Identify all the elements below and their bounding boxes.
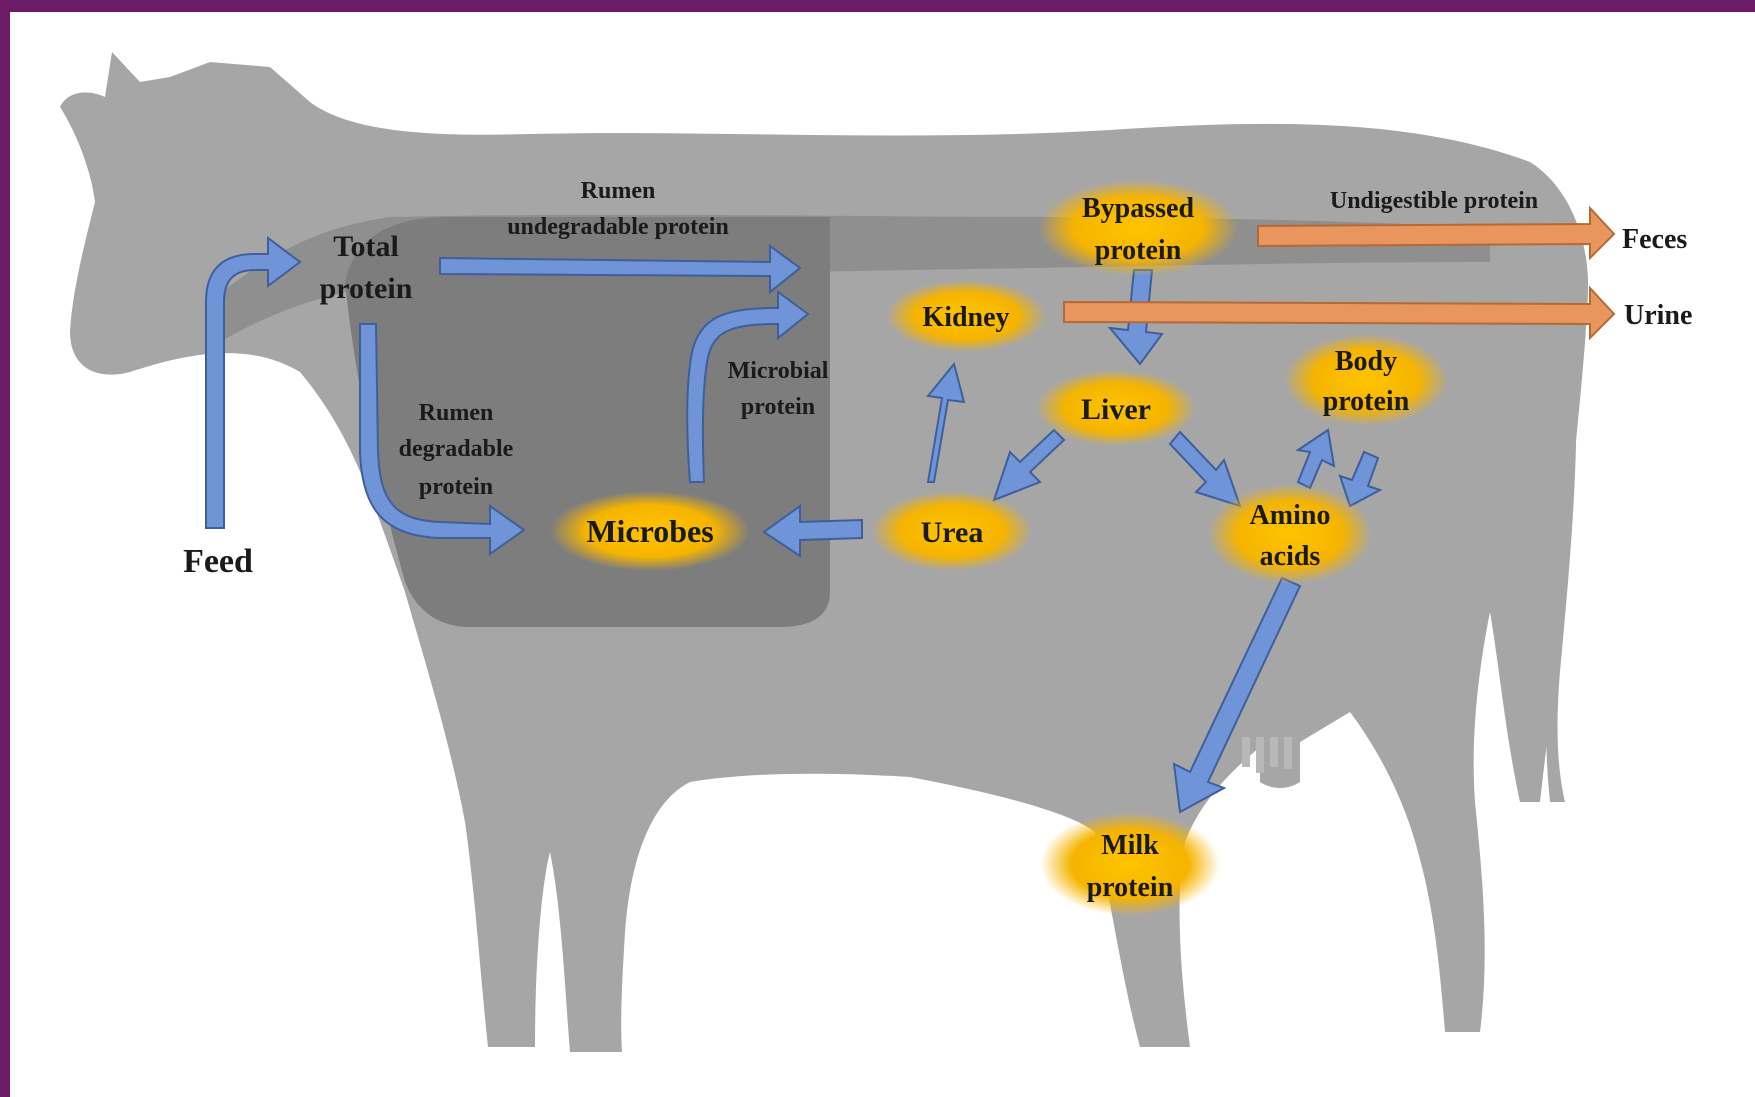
label-rdp-3: protein (419, 474, 493, 500)
cow-teat (1256, 737, 1264, 773)
label-rup-2: undegradable protein (507, 214, 729, 240)
cow-teat (1284, 737, 1292, 769)
label-rdp-1: Rumen (419, 400, 494, 426)
node-urea-label: Urea (921, 516, 984, 549)
node-liver-label: Liver (1081, 393, 1151, 426)
node-body-protein-label-1: Body (1335, 346, 1397, 377)
label-total-protein-2: protein (320, 272, 413, 305)
node-kidney-label: Kidney (922, 302, 1009, 333)
node-liver: Liver (1036, 370, 1196, 446)
node-body-protein-label-2: protein (1323, 386, 1410, 417)
node-bypassed-label-1: Bypassed (1082, 193, 1194, 224)
cow-teat (1270, 737, 1278, 767)
node-amino-acids-label-2: acids (1260, 541, 1321, 572)
label-urine: Urine (1624, 300, 1692, 331)
node-bypassed-protein: Bypassed protein (1038, 180, 1238, 276)
node-milk-protein: Milk protein (1040, 812, 1220, 916)
label-feed: Feed (183, 543, 253, 580)
node-microbes: Microbes (550, 491, 750, 571)
label-total-protein-1: Total (333, 230, 399, 263)
node-milk-protein-label-2: protein (1087, 872, 1174, 903)
label-undigestible-protein: Undigestible protein (1330, 188, 1538, 214)
label-feces: Feces (1622, 224, 1687, 255)
label-microbial-protein-2: protein (741, 394, 815, 420)
label-rdp-2: degradable (399, 436, 514, 462)
node-amino-acids: Amino acids (1208, 484, 1372, 584)
protein-metabolism-diagram: Microbes Urea Kidney Liver Bypassed prot… (10, 12, 1755, 1097)
node-amino-acids-label-1: Amino (1250, 500, 1331, 531)
label-rup-1: Rumen (581, 178, 656, 204)
cow-teat (1242, 737, 1250, 767)
node-urea: Urea (872, 491, 1032, 571)
diagram-frame: Microbes Urea Kidney Liver Bypassed prot… (10, 12, 1755, 1097)
node-body-protein: Body protein (1284, 334, 1448, 426)
label-microbial-protein-1: Microbial (728, 358, 829, 384)
node-microbes-label: Microbes (586, 513, 713, 549)
node-kidney: Kidney (886, 280, 1046, 352)
node-bypassed-label-2: protein (1095, 235, 1182, 266)
node-milk-protein-label-1: Milk (1101, 830, 1159, 861)
